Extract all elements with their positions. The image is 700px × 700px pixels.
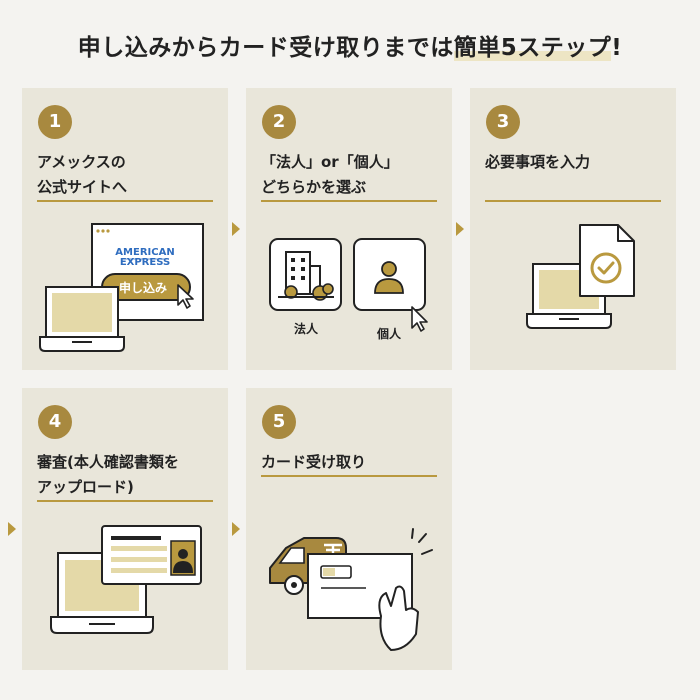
step-label-line1: 「法人」or「個人」: [261, 153, 399, 171]
arrow-icon: [456, 222, 464, 236]
step-3-illustration: [526, 224, 635, 329]
building-icon: [278, 251, 334, 301]
apply-button-label: 申し込み: [119, 280, 167, 295]
hand-icon: [378, 585, 419, 651]
step-4-illustration: [50, 525, 202, 634]
step-number: 3: [486, 105, 520, 139]
step-label-line1: 必要事項を入力: [485, 153, 591, 171]
step-divider: [37, 200, 213, 202]
step-2-illustration: 法人 個人: [269, 238, 428, 341]
id-card-icon: [101, 525, 202, 585]
step-divider: [37, 500, 213, 502]
step-5-card: 5 カード受け取り: [246, 388, 452, 670]
person-icon: [374, 261, 404, 294]
step-label: アメックスの 公式サイトへ: [37, 150, 127, 200]
step-1-card: 1 アメックスの 公式サイトへ AMERICAN EXPRESS 申し込み: [22, 88, 228, 370]
personal-option-label: 個人: [376, 326, 402, 341]
step-3-card: 3 必要事項を入力: [470, 88, 676, 370]
step-label: 「法人」or「個人」 どちらかを選ぶ: [261, 150, 399, 200]
corporate-option-label: 法人: [294, 321, 319, 336]
step-label-line2: どちらかを選ぶ: [261, 178, 367, 196]
step-5-illustration: [269, 528, 433, 651]
step-1-illustration: AMERICAN EXPRESS 申し込み: [39, 223, 204, 352]
brand-line1: AMERICAN: [115, 247, 174, 258]
title-exclamation: !: [611, 35, 623, 61]
step-label-line1: カード受け取り: [261, 453, 367, 471]
step-label-line2: 公式サイトへ: [37, 178, 128, 196]
step-number: 1: [38, 105, 72, 139]
step-label-line2: アップロード): [37, 478, 134, 496]
step-label: 必要事項を入力: [485, 150, 590, 175]
step-number: 2: [262, 105, 296, 139]
page-title: 申し込みからカード受け取りまでは簡単5ステップ!: [0, 28, 700, 62]
step-2-card: 2 「法人」or「個人」 どちらかを選ぶ 法人: [246, 88, 452, 370]
step-divider: [485, 200, 661, 202]
step-divider: [261, 475, 437, 477]
step-number: 5: [262, 405, 296, 439]
apply-button[interactable]: 申し込み: [101, 273, 191, 301]
laptop-icon: [39, 286, 125, 352]
corporate-option[interactable]: [269, 238, 342, 311]
motion-lines: [411, 528, 433, 555]
arrow-icon: [232, 222, 240, 236]
step-label: カード受け取り: [261, 450, 366, 475]
title-text: 申し込みからカード受け取りまでは: [77, 35, 454, 61]
cursor-icon: [411, 306, 428, 332]
step-label: 審査(本人確認書類を アップロード): [37, 450, 179, 500]
step-label-line1: 審査(本人確認書類を: [37, 453, 179, 471]
cursor-icon: [177, 284, 194, 309]
arrow-icon: [232, 522, 240, 536]
document-check-icon: [579, 224, 635, 297]
arrow-icon: [8, 522, 16, 536]
step-4-card: 4 審査(本人確認書類を アップロード): [22, 388, 228, 670]
step-number: 4: [38, 405, 72, 439]
title-highlight: 簡単5ステップ: [453, 35, 612, 61]
personal-option[interactable]: [353, 238, 426, 311]
step-divider: [261, 200, 437, 202]
brand-line2: EXPRESS: [120, 257, 170, 268]
step-label-line1: アメックスの: [37, 153, 126, 171]
